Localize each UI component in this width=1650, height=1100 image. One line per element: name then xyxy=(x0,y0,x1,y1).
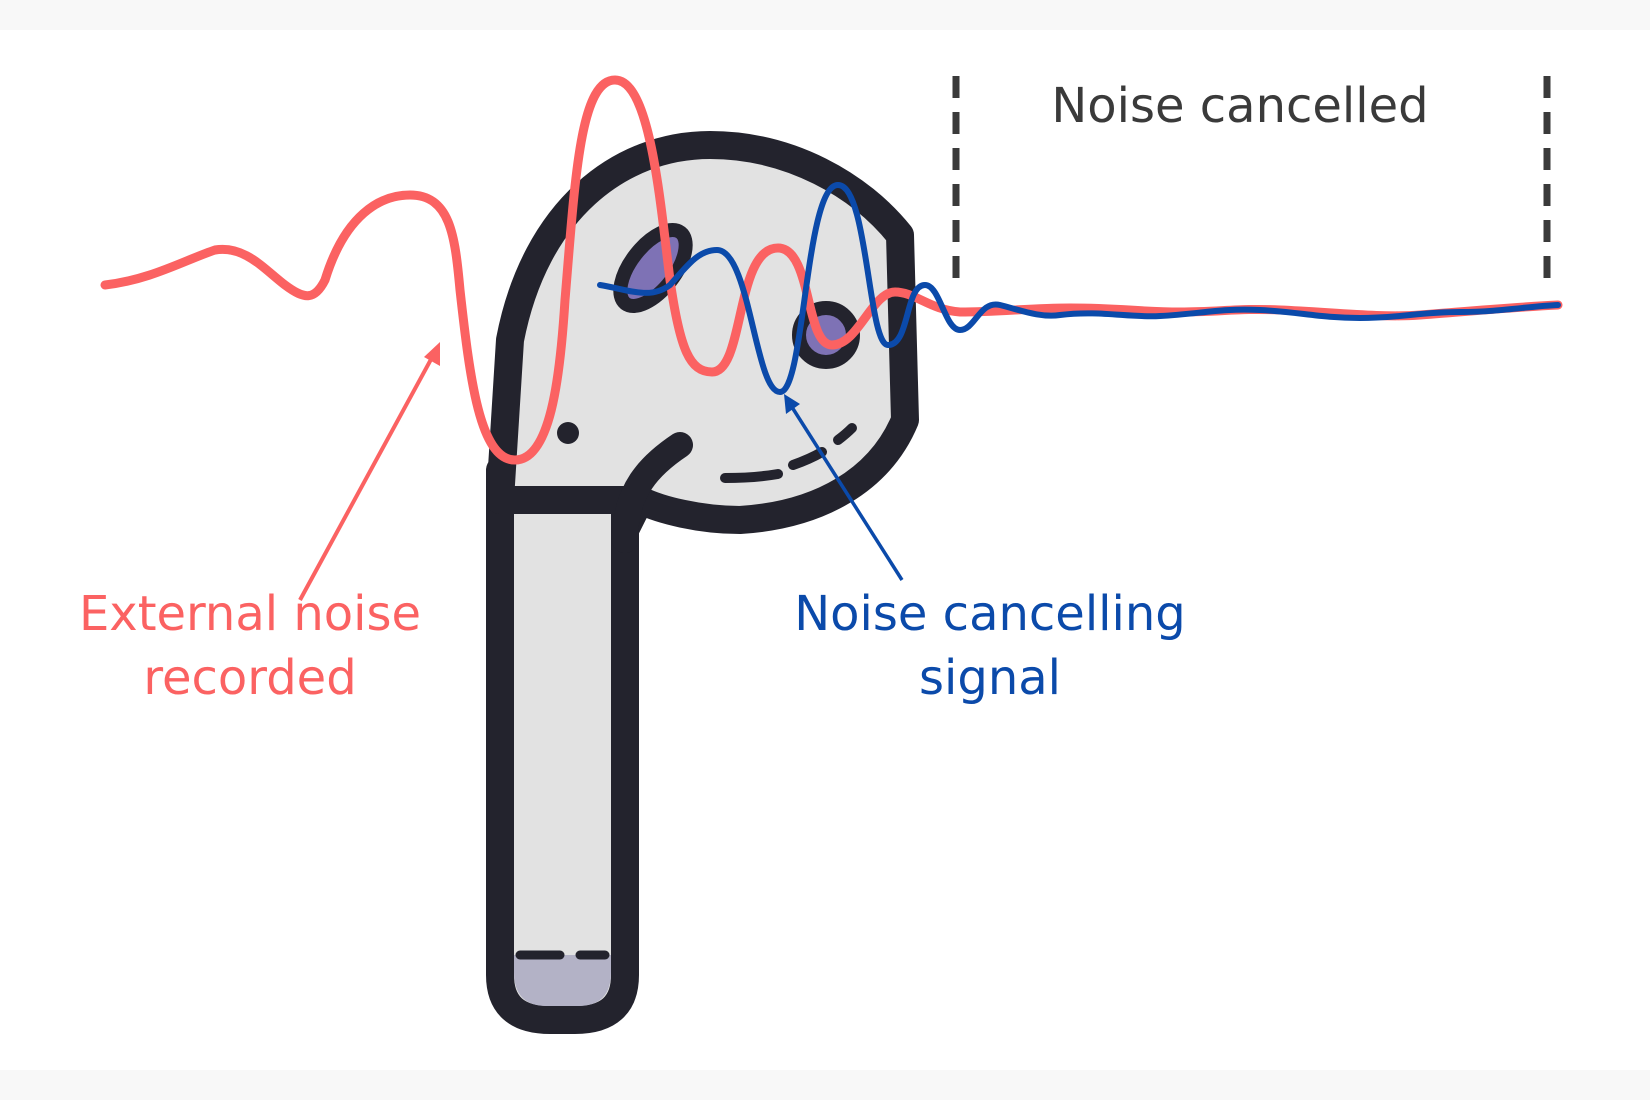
external-noise-wave xyxy=(100,75,1563,465)
cancelling-signal-line2: signal xyxy=(919,650,1061,706)
seam-dash xyxy=(833,423,857,445)
earbud-neck-curve xyxy=(612,432,693,553)
earbud-stem xyxy=(486,456,639,1034)
arrowhead-icon xyxy=(424,342,440,366)
external-noise-line1: External noise xyxy=(78,586,422,642)
cancelling-signal-label: Noise cancelling signal xyxy=(750,582,1230,710)
dot xyxy=(557,422,579,444)
cancelling-signal-arrow xyxy=(784,394,904,581)
earbud-tip xyxy=(514,955,611,1006)
cancelling-signal-line1: Noise cancelling xyxy=(794,586,1186,642)
cancelling-signal-wave xyxy=(597,181,1561,396)
noise-cancelled-label: Noise cancelled xyxy=(1000,74,1480,138)
noise-cancelled-text: Noise cancelled xyxy=(1051,78,1429,134)
seam-dash xyxy=(720,469,783,483)
earbud xyxy=(486,131,919,1034)
arrowhead-icon xyxy=(784,394,800,414)
external-noise-label: External noise recorded xyxy=(40,582,460,710)
external-noise-arrow xyxy=(298,342,440,601)
external-noise-line2: recorded xyxy=(143,650,357,706)
earbud-head xyxy=(486,131,919,544)
